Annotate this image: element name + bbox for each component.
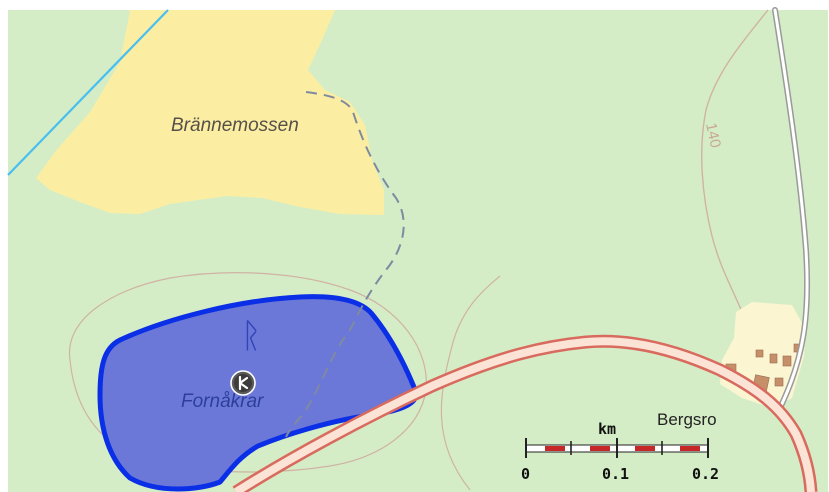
contour-line-140 bbox=[701, 9, 769, 331]
feature-label: Fornåkrar bbox=[181, 391, 264, 412]
scale-bar: km 0 0.1 0.2 bbox=[521, 420, 719, 483]
bog-label: Brännemossen bbox=[171, 115, 299, 136]
grave-field-icon[interactable] bbox=[230, 370, 256, 396]
trail-path bbox=[285, 91, 405, 438]
building bbox=[769, 353, 778, 364]
scale-tick-label: 0 bbox=[521, 465, 530, 483]
water-channel bbox=[7, 9, 169, 176]
scale-tick-label: 0.1 bbox=[602, 465, 629, 483]
farm-label: Bergsro bbox=[657, 410, 717, 429]
contour-line-lower bbox=[440, 275, 501, 491]
grave-field-polygon[interactable] bbox=[97, 294, 419, 492]
main-road-fill bbox=[233, 337, 815, 492]
contour-label: 140 bbox=[702, 121, 724, 149]
minor-road-fill bbox=[773, 8, 809, 414]
building bbox=[774, 377, 784, 387]
bog-area bbox=[36, 10, 384, 215]
bog-top-strip bbox=[8, 10, 130, 178]
scale-tick-label: 0.2 bbox=[692, 465, 719, 483]
building bbox=[755, 349, 764, 358]
rune-symbol: ᚱ bbox=[241, 316, 261, 356]
scale-unit-label: km bbox=[598, 420, 616, 438]
building bbox=[782, 355, 792, 367]
